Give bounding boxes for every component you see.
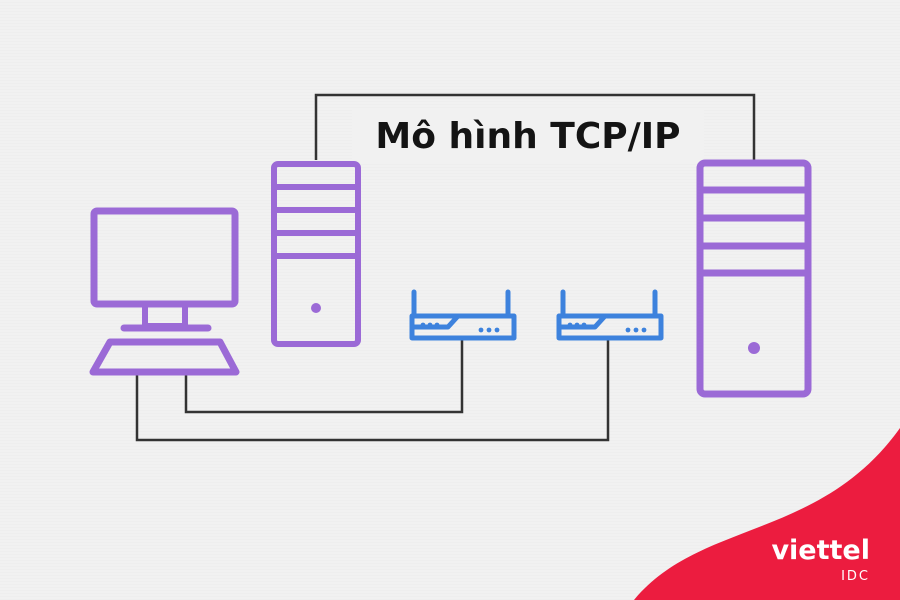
keyboard <box>89 338 240 376</box>
wires <box>135 93 756 442</box>
title-group: Mô hình TCP/IP <box>352 108 704 164</box>
router-icon <box>409 289 517 341</box>
monitor-keyboard-icon <box>89 207 240 376</box>
logo-red-corner <box>634 428 900 600</box>
wire-desktop-to-router-2 <box>135 340 610 442</box>
brand-name: viettel <box>771 535 870 566</box>
server-tower-icon <box>696 159 812 398</box>
title-backdrop <box>352 108 704 164</box>
monitor-screen <box>90 207 239 308</box>
server-small-slots <box>274 184 358 259</box>
diagram-title: Mô hình TCP/IP <box>375 116 680 157</box>
router-1-lights <box>420 322 500 333</box>
router-1-antennas <box>411 289 511 317</box>
wire-server-small-to-server-large <box>314 93 756 160</box>
router-icon <box>556 289 664 341</box>
brand-sub: IDC <box>841 569 870 584</box>
server-tower-icon <box>271 161 361 347</box>
router-2-lights <box>567 322 647 333</box>
wire-desktop-to-router-1 <box>184 340 464 414</box>
server-large-power-button <box>748 342 760 354</box>
server-small-power-button <box>311 303 321 313</box>
server-large-slots <box>700 186 808 277</box>
server-large-case <box>696 159 812 398</box>
viettel-idc-logo: viettel IDC <box>634 428 900 600</box>
router-1-body <box>409 313 517 341</box>
router-2-body <box>556 313 664 341</box>
router-2-antennas <box>560 289 658 317</box>
